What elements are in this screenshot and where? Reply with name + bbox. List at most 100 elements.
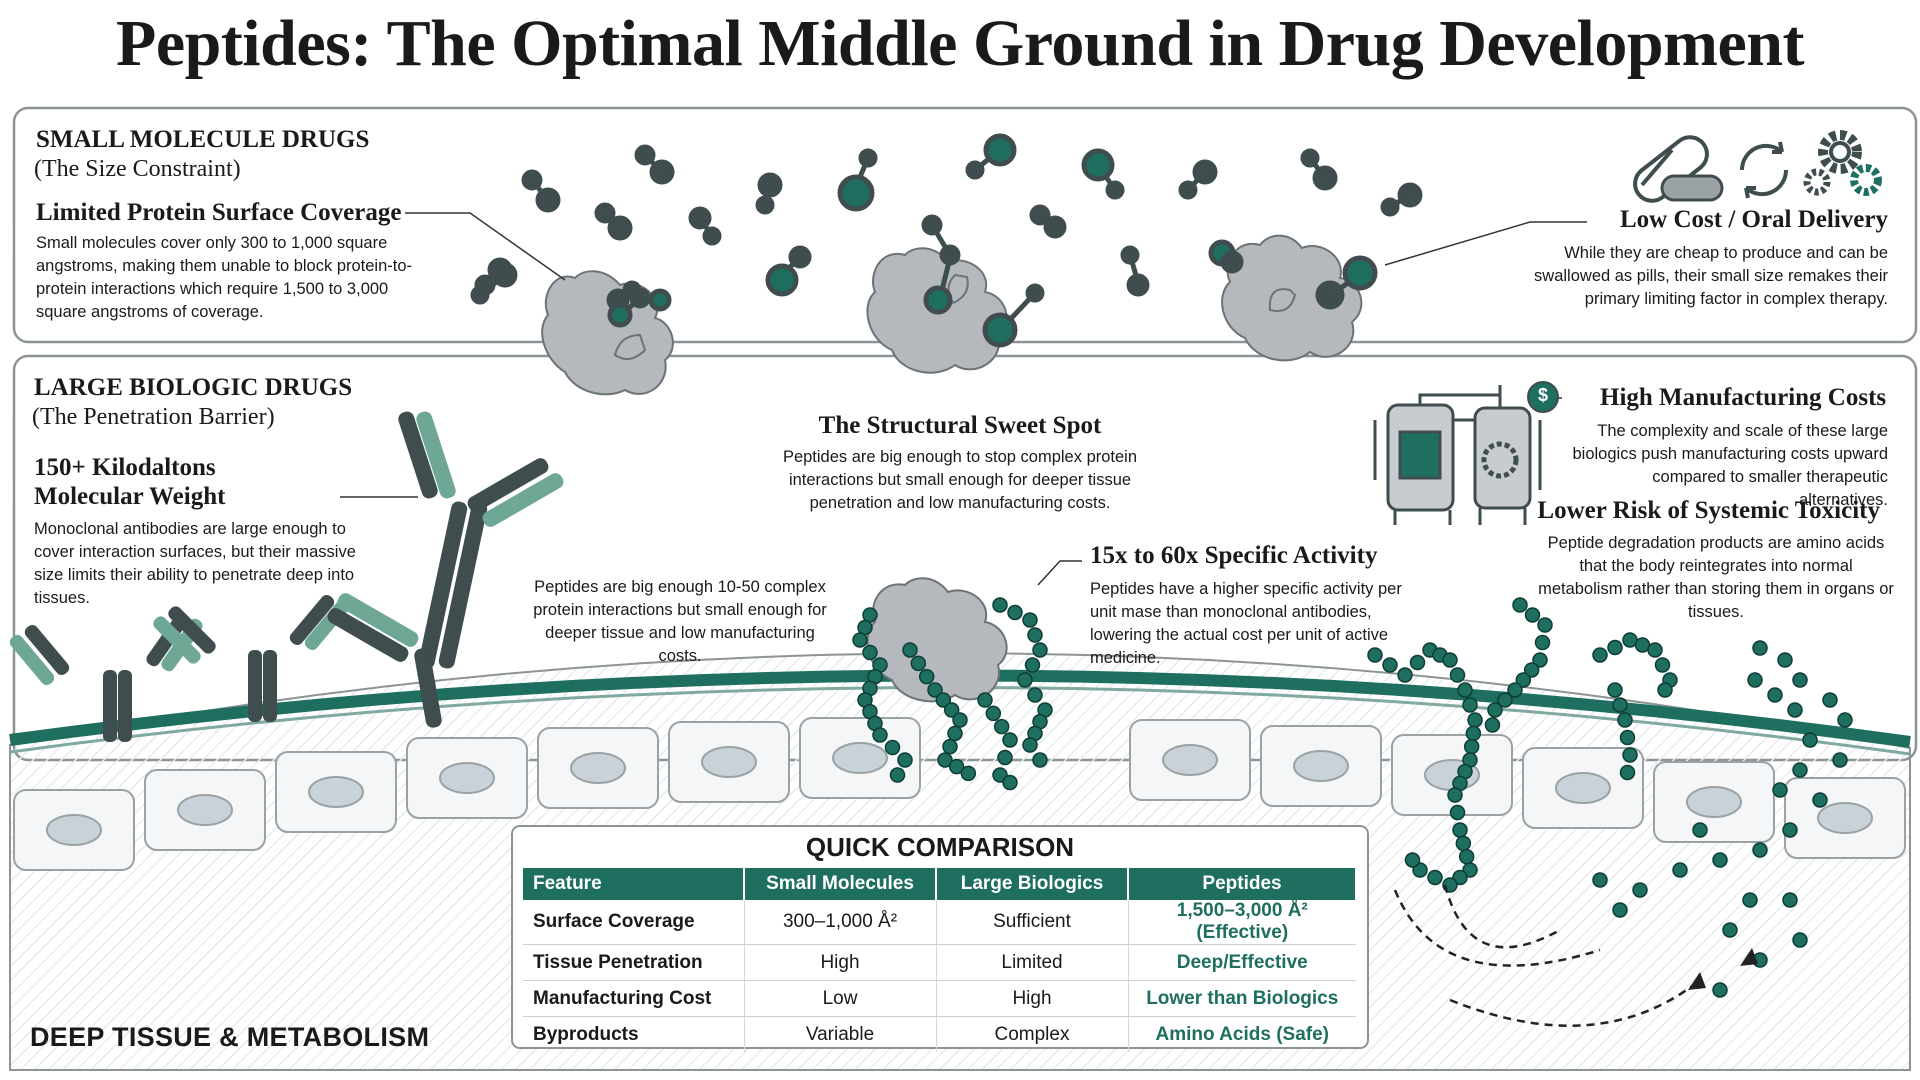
row-small: Low (743, 980, 936, 1017)
row-biologic: Limited (935, 944, 1128, 981)
peptide-bead (937, 752, 953, 768)
peptide-bead (1657, 682, 1673, 698)
bioreactor-icon (1373, 385, 1542, 525)
sweet-spot-title: The Structural Sweet Spot (818, 412, 1102, 439)
peptide-bead (1622, 747, 1638, 763)
amino-acid-bead (1822, 692, 1838, 708)
comparison-title: QUICK COMPARISON (805, 832, 1075, 862)
amino-acid-bead (1632, 882, 1648, 898)
peptide-bead (918, 668, 935, 685)
peptide-bead (1449, 804, 1466, 821)
peptide-bead (1024, 657, 1041, 673)
peptide-bead (943, 702, 960, 718)
amino-acid-bead (1592, 872, 1608, 888)
amino-acid-bead (1802, 732, 1818, 748)
peptide-bead (1487, 702, 1503, 718)
weight-title-2: Molecular Weight (34, 483, 226, 510)
peptide-bead (935, 692, 952, 708)
antibodies (9, 411, 564, 742)
peptide-bead (1022, 612, 1038, 628)
table-row: Surface Coverage 300–1,000 Å² Sufficient… (523, 900, 1356, 945)
table-row: Tissue Penetration High Limited Deep/Eff… (523, 944, 1356, 981)
dollar-symbol: $ (1537, 385, 1548, 405)
small-molecule-heading: SMALL MOLECULE DRUGS (36, 126, 370, 153)
peptide-bead (1607, 639, 1623, 656)
amino-acid-bead (1712, 982, 1728, 998)
row-biologic: High (935, 980, 1128, 1017)
amino-acid-bead (1812, 792, 1828, 808)
amino-acid-bead (1722, 922, 1738, 938)
amino-acid-bead (1752, 640, 1768, 656)
peptide-bead (1619, 729, 1636, 746)
amino-acid-bead (1832, 752, 1848, 768)
peptide-bead (1367, 647, 1383, 663)
table-row: Manufacturing Cost Low High Lower than B… (523, 980, 1356, 1017)
row-feature: Manufacturing Cost (523, 980, 744, 1017)
peptide-bead (1002, 732, 1018, 748)
amino-acid-bead (1747, 672, 1763, 688)
low-cost-text: While they are cheap to produce and can … (1534, 244, 1888, 308)
peptide-bead (1523, 662, 1540, 678)
header-small-molecules: Small Molecules (744, 868, 937, 900)
peptide-bead (1455, 835, 1472, 852)
amino-acid-bead (1792, 672, 1808, 688)
row-small: High (743, 944, 936, 981)
mfg-title: High Manufacturing Costs (1600, 384, 1887, 411)
peptide-bead (889, 767, 906, 783)
peptide-bead (927, 682, 943, 698)
amino-acid-bead (1777, 652, 1793, 668)
peptide-bead (1027, 687, 1043, 703)
coverage-title: Limited Protein Surface Coverage (36, 199, 402, 226)
peptide-bead (1537, 617, 1553, 633)
header-feature: Feature (523, 868, 745, 900)
peptide-bead (1449, 667, 1466, 683)
row-biologic: Complex (935, 1016, 1128, 1052)
amino-acid-bead (1772, 782, 1788, 798)
biologic-heading: LARGE BIOLOGIC DRUGS (34, 374, 353, 401)
peptide-bead (1532, 652, 1548, 668)
amino-acid-bead (1792, 932, 1808, 948)
mid-peptide-text: Peptides are big enough 10-50 complex pr… (533, 578, 827, 665)
amino-acid-bead (1767, 687, 1783, 703)
peptide-bead (1463, 738, 1480, 755)
peptide-bead (1022, 737, 1038, 753)
row-peptide: Amino Acids (Safe) (1127, 1016, 1356, 1052)
peptide-bead (992, 597, 1008, 613)
dollar-coin-icon (1527, 381, 1559, 413)
amino-acid-bead (1672, 862, 1688, 878)
peptide-bead (1462, 697, 1478, 713)
peptide-bead (897, 752, 913, 768)
peptide-bead (872, 727, 888, 743)
peptide-bead (862, 644, 878, 661)
amino-acid-bead (1612, 902, 1628, 918)
peptide-bead (1447, 787, 1463, 803)
peptide-bead (902, 642, 918, 658)
row-peptide: 1,500–3,000 Å² (Effective) (1127, 900, 1356, 945)
activity-title: 15x to 60x Specific Activity (1090, 542, 1378, 569)
peptide-bead (993, 718, 1010, 735)
peptide-bead (910, 655, 927, 672)
amino-acid-bead (1787, 702, 1803, 718)
coverage-text: Small molecules cover only 300 to 1,000 … (36, 234, 413, 321)
peptide-bead (1467, 712, 1483, 728)
row-peptide: Deep/Effective (1127, 944, 1356, 981)
peptide-bead (1654, 657, 1671, 673)
peptide-bead (1607, 682, 1623, 698)
activity-text: Peptides have a higher specific activity… (1090, 580, 1402, 667)
peptide-bead (1524, 607, 1541, 623)
peptide-bead (1647, 642, 1663, 658)
peptide-bead (1382, 657, 1398, 673)
peptide-bead (952, 712, 968, 728)
amino-acid-bead (1712, 852, 1728, 868)
amino-acid-bead (1692, 822, 1708, 838)
peptide-bead (1404, 852, 1421, 868)
peptide-bead (1007, 604, 1023, 621)
tissue-cells (13, 717, 1906, 871)
peptide-bead (1458, 848, 1475, 865)
peptide-bead (1452, 822, 1468, 838)
table-row: Byproducts Variable Complex Amino Acids … (523, 1016, 1356, 1052)
peptide-bead (1027, 627, 1043, 643)
peptide-bead (1397, 667, 1413, 683)
header-large-biologics: Large Biologics (936, 868, 1129, 900)
peptide-bead (1619, 764, 1636, 781)
